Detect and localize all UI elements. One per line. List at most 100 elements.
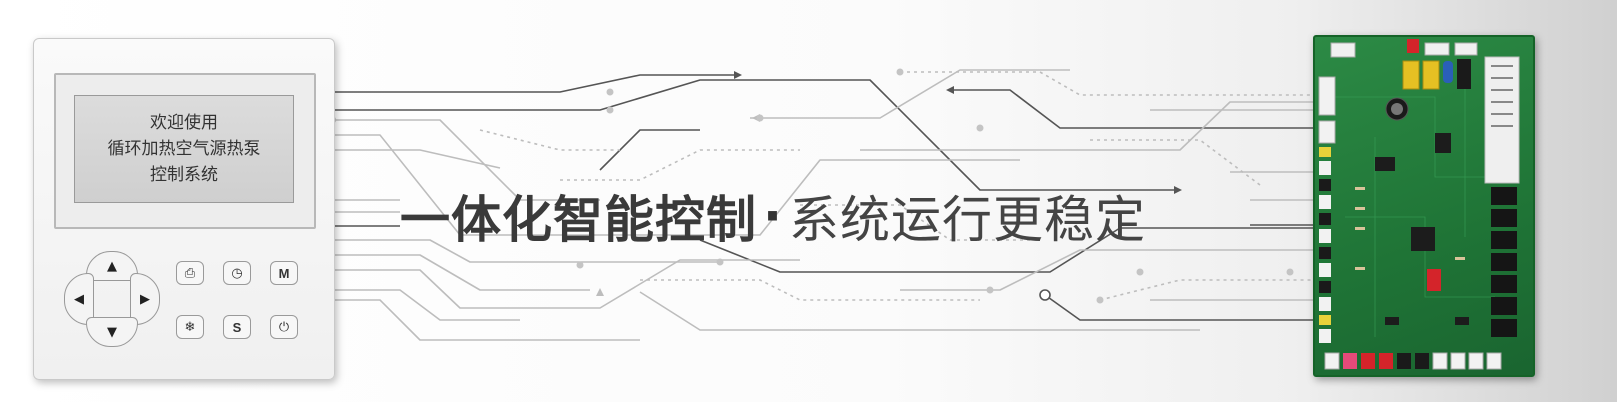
capacitor-blue xyxy=(1443,61,1453,83)
connector-white xyxy=(1450,352,1466,370)
headline-strong: 一体化智能控制 xyxy=(400,191,757,249)
arrow-right-icon xyxy=(1174,186,1182,194)
dip-switch xyxy=(1427,269,1441,291)
chip xyxy=(1375,157,1395,171)
label-barcode-line xyxy=(1491,125,1513,127)
circuit-line xyxy=(750,69,1070,119)
headline-light: 系统运行更稳定 xyxy=(789,191,1146,249)
circuit-line xyxy=(333,79,1180,191)
relay-black xyxy=(1491,253,1517,271)
connector-red xyxy=(1379,353,1393,369)
pcb-trace xyxy=(1335,96,1505,178)
relay-black xyxy=(1491,209,1517,227)
lcd-line-welcome: 欢迎使用 xyxy=(150,113,218,133)
circuit-line xyxy=(699,227,1318,273)
clock-icon: ◷ xyxy=(231,265,243,281)
connector-red xyxy=(1407,39,1419,53)
circuit-node-dot xyxy=(1096,296,1104,304)
connector-pink xyxy=(1343,353,1357,369)
lcd-line-system: 控制系统 xyxy=(150,165,218,185)
capacitor-yellow xyxy=(1402,60,1420,90)
circuit-line xyxy=(333,299,640,341)
chip xyxy=(1435,133,1451,153)
power-button[interactable]: ⏻ xyxy=(270,315,298,339)
circuit-node-ring xyxy=(1039,289,1051,301)
connector-white xyxy=(1319,161,1331,175)
circuit-node-dot xyxy=(896,68,904,76)
snowflake-icon: ❄ xyxy=(184,319,196,335)
triangle-right-icon: ▶ xyxy=(140,291,150,307)
circuit-node-dot xyxy=(716,258,724,266)
circuit-node-dot xyxy=(576,261,584,269)
chip xyxy=(1455,317,1469,325)
label-barcode-line xyxy=(1491,89,1513,91)
connector-white xyxy=(1468,352,1484,370)
resistor xyxy=(1355,187,1365,190)
connector-white xyxy=(1319,297,1331,311)
circuit-line xyxy=(333,134,1020,236)
circuit-line-dotted xyxy=(900,71,1318,96)
circuit-line xyxy=(333,254,590,291)
power-icon: ⏻ xyxy=(278,319,290,335)
circuit-line xyxy=(860,101,1318,151)
mode-button[interactable]: M xyxy=(270,261,298,285)
circuit-line xyxy=(333,74,740,93)
connector-white xyxy=(1486,352,1502,370)
circuit-line xyxy=(639,291,1200,331)
clock-button[interactable]: ◷ xyxy=(223,261,251,285)
relay-black xyxy=(1491,319,1517,337)
connector-black xyxy=(1415,353,1429,369)
connector-black xyxy=(1319,179,1331,191)
label-sticker xyxy=(1484,56,1520,184)
headline: 一体化智能控制 · 系统运行更稳定 xyxy=(400,183,1146,249)
capacitor-yellow xyxy=(1422,60,1440,90)
direction-pad: ▲ ◀ ▶ ▼ xyxy=(64,251,160,347)
connector-white xyxy=(1319,195,1331,209)
wall-controller: 欢迎使用 循环加热空气源热泵 控制系统 ▲ ◀ ▶ ▼ ⎙ ◷ M ❄ S ⏻ xyxy=(33,38,335,380)
connector-white xyxy=(1424,42,1450,56)
connector-red xyxy=(1361,353,1375,369)
circuit-board xyxy=(1313,35,1535,377)
resistor xyxy=(1355,227,1365,230)
relay-black xyxy=(1491,297,1517,315)
print-button[interactable]: ⎙ xyxy=(176,261,204,285)
connector-white xyxy=(1318,76,1336,116)
resistor xyxy=(1455,257,1465,260)
connector-white xyxy=(1319,229,1331,243)
left-arrow-button[interactable]: ◀ xyxy=(64,273,94,325)
pcb-trace xyxy=(1345,216,1495,298)
circuit-line xyxy=(333,149,501,169)
circuit-line xyxy=(333,289,520,321)
circuit-line-dotted xyxy=(1099,279,1318,301)
relay-black xyxy=(1457,59,1471,89)
snowflake-button[interactable]: ❄ xyxy=(176,315,204,339)
circuit-line xyxy=(900,249,1318,291)
lcd-frame: 欢迎使用 循环加热空气源热泵 控制系统 xyxy=(54,73,316,229)
relay-black xyxy=(1491,187,1517,205)
arrow-up-icon xyxy=(596,288,604,296)
chip xyxy=(1411,227,1435,251)
connector-black xyxy=(1319,247,1331,259)
arrow-right-icon xyxy=(734,71,742,79)
connector-white xyxy=(1318,120,1336,144)
circuit-node-dot xyxy=(976,124,984,132)
printer-icon: ⎙ xyxy=(184,265,196,281)
circuit-node-dot xyxy=(1136,268,1144,276)
connector-white xyxy=(1319,329,1331,343)
set-button[interactable]: S xyxy=(223,315,251,339)
circuit-line xyxy=(599,129,700,171)
connector-white xyxy=(1319,263,1331,277)
connector-white xyxy=(1454,42,1478,56)
set-label: S xyxy=(232,319,242,335)
resistor xyxy=(1355,267,1365,270)
circuit-line-dotted xyxy=(560,149,800,181)
mode-label: M xyxy=(278,265,290,281)
resistor xyxy=(1355,207,1365,210)
chip xyxy=(1385,317,1399,325)
circuit-line-dotted xyxy=(1090,139,1261,186)
connector-black xyxy=(1319,281,1331,293)
circuit-line xyxy=(950,89,1318,129)
circuit-node-dot xyxy=(606,106,614,114)
down-arrow-button[interactable]: ▼ xyxy=(86,317,138,347)
